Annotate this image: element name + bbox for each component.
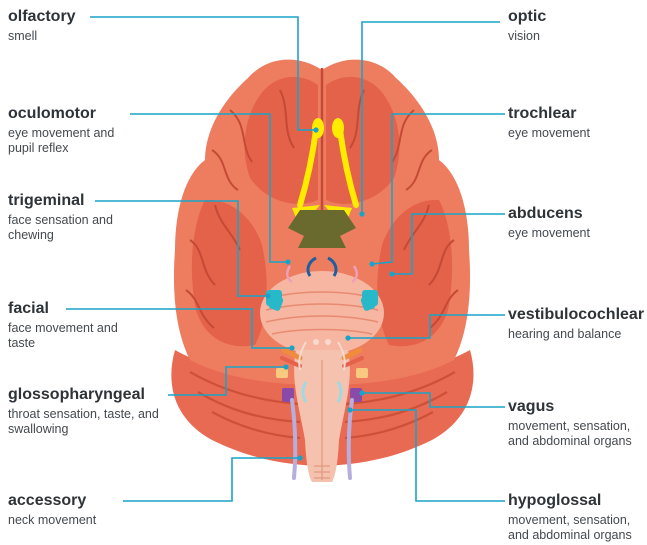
label-trigeminal: trigeminal face sensation and chewing — [8, 191, 138, 243]
olfactory-desc: smell — [8, 29, 208, 44]
hypoglossal-title: hypoglossal — [508, 491, 646, 510]
label-optic: optic vision — [508, 7, 643, 44]
label-accessory: accessory neck movement — [8, 491, 208, 528]
abducens-desc: eye movement — [508, 226, 643, 241]
label-trochlear: trochlear eye movement — [508, 104, 643, 141]
olfactory-title: olfactory — [8, 7, 208, 26]
vagus-title: vagus — [508, 397, 646, 416]
trigeminal-desc: face sensation and chewing — [8, 213, 138, 243]
label-vagus: vagus movement, sensation, and abdominal… — [508, 397, 646, 449]
trochlear-desc: eye movement — [508, 126, 643, 141]
vestibulocochlear-title: vestibulocochlear — [508, 305, 647, 324]
facial-title: facial — [8, 299, 128, 318]
oculomotor-desc: eye movement and pupil reflex — [8, 126, 140, 156]
abducens-title: abducens — [508, 204, 643, 223]
optic-desc: vision — [508, 29, 643, 44]
hypoglossal-desc: movement, sensation, and abdominal organ… — [508, 513, 646, 543]
vestibulocochlear-desc: hearing and balance — [508, 327, 647, 342]
label-glossopharyngeal: glossopharyngeal throat sensation, taste… — [8, 385, 173, 437]
pons — [260, 271, 384, 355]
label-olfactory: olfactory smell — [8, 7, 208, 44]
glossopharyngeal-desc: throat sensation, taste, and swallowing — [8, 407, 173, 437]
label-facial: facial face movement and taste — [8, 299, 128, 351]
label-vestibulocochlear: vestibulocochlear hearing and balance — [508, 305, 647, 342]
accessory-title: accessory — [8, 491, 208, 510]
trochlear-title: trochlear — [508, 104, 643, 123]
accessory-desc: neck movement — [8, 513, 208, 528]
oculomotor-title: oculomotor — [8, 104, 140, 123]
glossopharyngeal-title: glossopharyngeal — [8, 385, 173, 404]
facial-desc: face movement and taste — [8, 321, 128, 351]
label-abducens: abducens eye movement — [508, 204, 643, 241]
label-hypoglossal: hypoglossal movement, sensation, and abd… — [508, 491, 646, 543]
trigeminal-title: trigeminal — [8, 191, 138, 210]
optic-title: optic — [508, 7, 643, 26]
label-oculomotor: oculomotor eye movement and pupil reflex — [8, 104, 140, 156]
vagus-desc: movement, sensation, and abdominal organ… — [508, 419, 646, 449]
